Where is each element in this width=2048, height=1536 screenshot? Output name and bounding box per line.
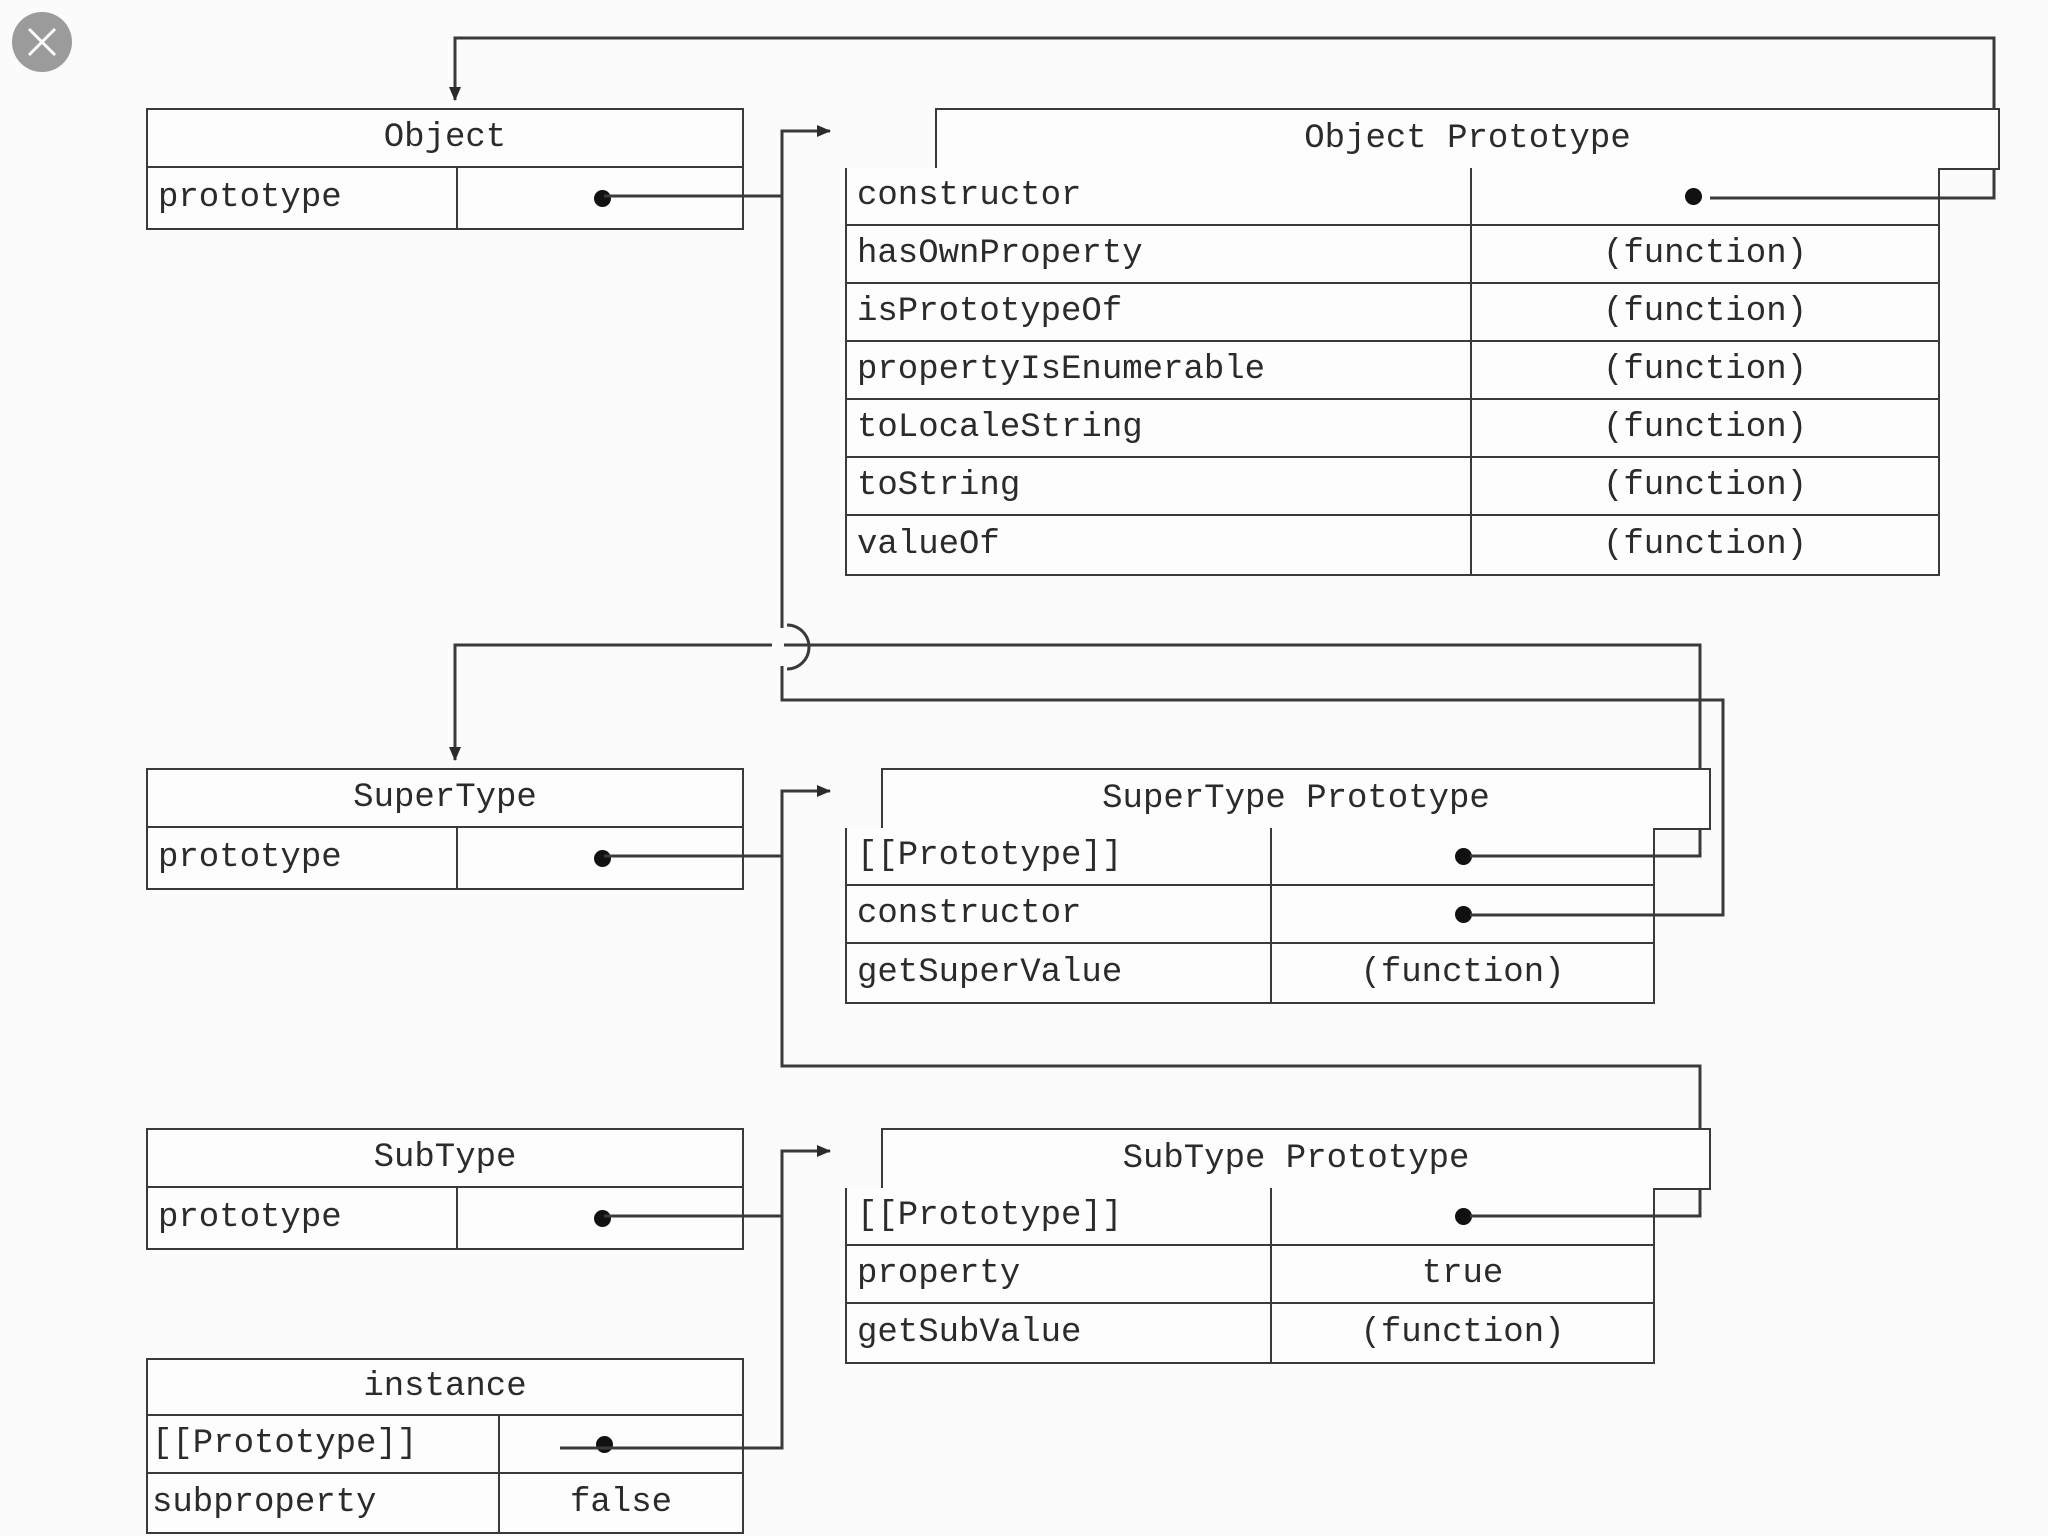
box-supertype-title: SuperType <box>146 768 744 828</box>
pointer-dot <box>596 1435 613 1453</box>
box-subtype[interactable]: SubType prototype <box>146 1128 744 1250</box>
close-icon[interactable] <box>12 12 72 72</box>
pointer-dot <box>1455 847 1472 865</box>
row-key: [[Prototype]] <box>148 1416 500 1472</box>
box-object-prototype-title: Object Prototype <box>935 108 2000 170</box>
row-key: constructor <box>847 168 1472 224</box>
table-row[interactable]: toString (function) <box>847 458 1938 516</box>
close-glyph <box>27 27 57 57</box>
row-key: hasOwnProperty <box>847 226 1472 282</box>
pointer-dot <box>1455 905 1472 923</box>
row-value: (function) <box>1602 351 1808 389</box>
line-hop-mask <box>772 628 784 666</box>
row-key: toLocaleString <box>847 400 1472 456</box>
pointer-dot <box>1455 1207 1472 1225</box>
table-row[interactable]: [[Prototype]] <box>847 1188 1653 1246</box>
table-row[interactable]: propertyIsEnumerable (function) <box>847 342 1938 400</box>
table-row[interactable]: hasOwnProperty (function) <box>847 226 1938 284</box>
table-row[interactable]: prototype <box>148 828 742 888</box>
row-value: (function) <box>1602 467 1808 505</box>
line-hop-marker <box>786 623 811 671</box>
row-value: (function) <box>1360 954 1565 992</box>
pointer-dot <box>594 849 611 867</box>
table-row[interactable]: getSuperValue (function) <box>847 944 1653 1002</box>
table-row[interactable]: isPrototypeOf (function) <box>847 284 1938 342</box>
box-subtype-rows: prototype <box>146 1188 744 1250</box>
box-subtype-prototype-rows: [[Prototype]] property true getSubValue … <box>845 1188 1655 1364</box>
row-key: property <box>847 1246 1272 1302</box>
row-value: (function) <box>1360 1314 1565 1352</box>
table-row[interactable]: prototype <box>148 1188 742 1248</box>
row-key: prototype <box>148 828 458 888</box>
table-row[interactable]: property true <box>847 1246 1653 1304</box>
row-value: true <box>1421 1255 1504 1293</box>
box-object[interactable]: Object prototype <box>146 108 744 230</box>
row-value: (function) <box>1602 409 1808 447</box>
row-key: subproperty <box>148 1474 500 1532</box>
row-value <box>458 168 742 228</box>
row-key: getSubValue <box>847 1304 1272 1362</box>
row-key: isPrototypeOf <box>847 284 1472 340</box>
row-key: prototype <box>148 1188 458 1248</box>
box-supertype-prototype-title: SuperType Prototype <box>881 768 1711 830</box>
row-key: [[Prototype]] <box>847 1188 1272 1244</box>
box-object-prototype-rows: constructor hasOwnProperty (function) is… <box>845 168 1940 576</box>
row-key: toString <box>847 458 1472 514</box>
row-value <box>1272 828 1653 884</box>
table-row[interactable]: [[Prototype]] <box>847 828 1653 886</box>
row-value <box>458 828 742 888</box>
row-value <box>458 1188 742 1248</box>
row-value <box>1272 1188 1653 1244</box>
pointer-dot <box>594 1209 611 1227</box>
box-object-title: Object <box>146 108 744 168</box>
table-row[interactable]: getSubValue (function) <box>847 1304 1653 1362</box>
row-value <box>500 1416 742 1472</box>
row-value <box>1472 168 1938 224</box>
row-key: propertyIsEnumerable <box>847 342 1472 398</box>
box-object-rows: prototype <box>146 168 744 230</box>
row-value: (function) <box>1602 235 1808 273</box>
row-value <box>1272 886 1653 942</box>
table-row[interactable]: constructor <box>847 168 1938 226</box>
box-subtype-title: SubType <box>146 1128 744 1188</box>
row-value: (function) <box>1602 526 1808 564</box>
table-row[interactable]: constructor <box>847 886 1653 944</box>
box-subtype-prototype-title: SubType Prototype <box>881 1128 1711 1190</box>
table-row[interactable]: [[Prototype]] <box>148 1416 742 1474</box>
table-row[interactable]: valueOf (function) <box>847 516 1938 574</box>
table-row[interactable]: prototype <box>148 168 742 228</box>
box-instance[interactable]: instance [[Prototype]] subproperty false <box>146 1358 744 1534</box>
row-value: false <box>569 1484 673 1522</box>
row-value: (function) <box>1602 293 1808 331</box>
row-key: constructor <box>847 886 1272 942</box>
box-instance-title: instance <box>146 1358 744 1416</box>
box-supertype-rows: prototype <box>146 828 744 890</box>
table-row[interactable]: subproperty false <box>148 1474 742 1532</box>
row-key: valueOf <box>847 516 1472 574</box>
box-instance-rows: [[Prototype]] subproperty false <box>146 1416 744 1534</box>
box-supertype[interactable]: SuperType prototype <box>146 768 744 890</box>
row-key: [[Prototype]] <box>847 828 1272 884</box>
row-key: getSuperValue <box>847 944 1272 1002</box>
table-row[interactable]: toLocaleString (function) <box>847 400 1938 458</box>
box-supertype-prototype-rows: [[Prototype]] constructor getSuperValue … <box>845 828 1655 1004</box>
pointer-dot <box>594 189 611 207</box>
row-key: prototype <box>148 168 458 228</box>
pointer-dot <box>1685 187 1702 205</box>
